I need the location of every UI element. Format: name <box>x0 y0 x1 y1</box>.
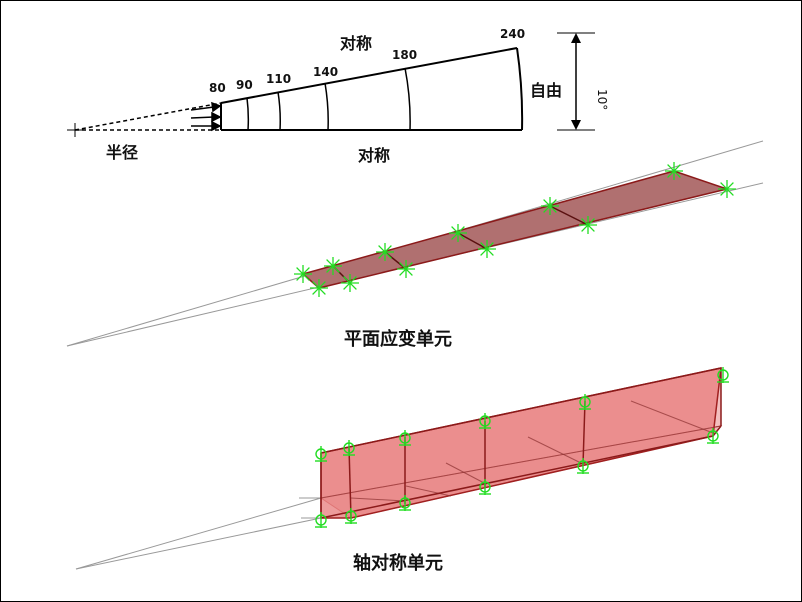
radius-label-110: 110 <box>266 72 291 86</box>
fixed-support-icon <box>718 180 736 198</box>
fixed-support-icon <box>310 279 328 297</box>
roller-support-icon <box>399 430 411 446</box>
pressure-arrows <box>190 101 222 132</box>
roller-support-icon <box>315 446 327 462</box>
plane-strain-supports <box>294 162 736 297</box>
axi-top-edge <box>320 367 722 454</box>
roller-support-icon <box>577 458 589 474</box>
fixed-support-icon <box>397 260 415 278</box>
radius-label-140: 140 <box>313 65 338 79</box>
roller-support-icon <box>315 512 327 528</box>
dashed-radius-top <box>74 102 222 131</box>
arc-90 <box>246 97 250 131</box>
radius-label-180: 180 <box>392 48 417 62</box>
angle-label: 10° <box>595 89 609 110</box>
fixed-support-icon <box>294 265 312 283</box>
fixed-support-icon <box>449 224 467 242</box>
fixed-support-icon <box>579 216 597 234</box>
axisymmetric-caption: 轴对称单元 <box>353 552 443 574</box>
plane-strain-caption: 平面应变单元 <box>344 328 452 350</box>
fixed-support-icon <box>376 243 394 261</box>
roller-support-icon <box>717 367 729 383</box>
fixed-support-icon <box>341 274 359 292</box>
axi-element-edges <box>320 368 722 519</box>
roller-support-icon <box>345 508 357 524</box>
sector-outer-arc <box>516 47 524 131</box>
symmetry-label-bottom: 对称 <box>358 146 390 165</box>
roller-support-icon <box>479 413 491 429</box>
axi-front-face <box>320 367 722 519</box>
axi-guide-lower <box>75 517 322 570</box>
radius-label: 半径 <box>106 143 138 162</box>
plane-strain-mesh <box>301 170 730 289</box>
roller-support-icon <box>343 440 355 456</box>
fixed-support-icon <box>665 162 683 180</box>
free-boundary-label: 自由 <box>530 81 562 100</box>
roller-support-icon <box>399 495 411 511</box>
fixed-support-icon <box>541 197 559 215</box>
arc-110 <box>277 91 281 131</box>
angle-dimension <box>557 32 595 131</box>
roller-support-icon <box>707 428 719 444</box>
radius-label-80: 80 <box>209 81 226 95</box>
radius-label-90: 90 <box>236 78 253 92</box>
symmetry-label-top: 对称 <box>340 34 372 53</box>
axisymmetric-model: 轴对称单元 <box>75 367 729 574</box>
radius-label-240: 240 <box>500 27 525 41</box>
axi-corner-edge <box>712 425 722 437</box>
axi-bottom-edge <box>320 435 714 519</box>
fixed-support-icon <box>324 257 342 275</box>
axisymmetric-supports <box>315 367 729 528</box>
axi-inner-edges <box>320 400 722 502</box>
arc-140 <box>324 82 329 131</box>
sector-sketch: 80 90 110 140 180 240 对称 对称 半径 自由 10° <box>67 27 609 165</box>
axi-guide-upper <box>75 497 322 570</box>
roller-support-icon <box>579 394 591 410</box>
arc-180 <box>404 67 411 131</box>
roller-support-icon <box>479 479 491 495</box>
fixed-support-icon <box>478 240 496 258</box>
plane-strain-model: 平面应变单元 <box>66 140 764 350</box>
sector-top-edge <box>220 47 518 104</box>
